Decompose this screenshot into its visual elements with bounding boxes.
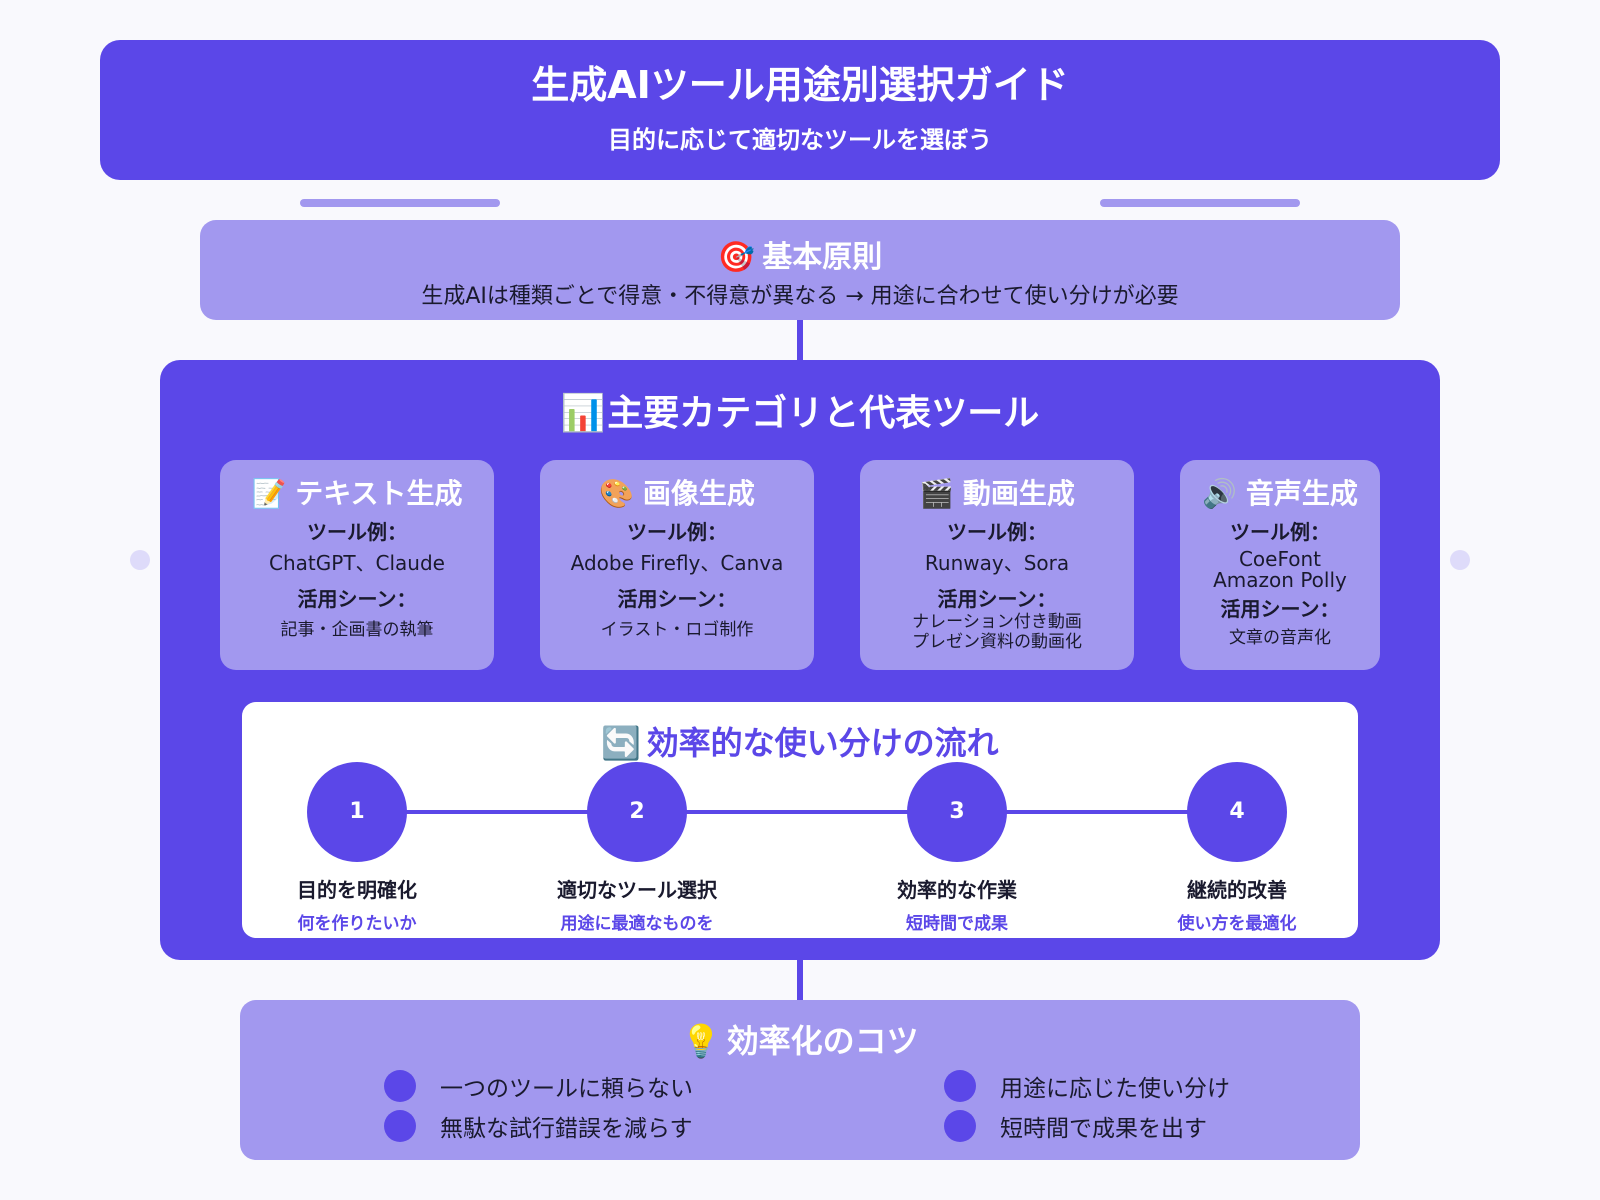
tools-value: CoeFont [1238, 547, 1322, 571]
scenes-label: 活用シーン： [1220, 597, 1340, 621]
scenes-label: 活用シーン： [297, 587, 417, 611]
page-subtitle: 目的に応じて適切なツールを選ぼう [608, 126, 992, 154]
tools-label: ツール例： [307, 520, 407, 544]
decorative-dot-left [130, 550, 150, 570]
flow-step: 3 効率的な作業 短時間で成果 [857, 762, 1057, 934]
categories-panel: 📊 主要カテゴリと代表ツール 📝 テキスト生成 ツール例： ChatGPT、Cl… [160, 360, 1440, 960]
step-number: 3 [907, 762, 1007, 862]
clapper-icon: 🎬 [919, 477, 954, 510]
bullet-icon [384, 1070, 416, 1102]
tip-item: 短時間で成果を出す [944, 1110, 1207, 1142]
category-card-video: 🎬 動画生成 ツール例： Runway、Sora 活用シーン： ナレーション付き… [860, 460, 1134, 670]
tip-text: 短時間で成果を出す [1000, 1116, 1207, 1142]
scenes-value: プレゼン資料の動画化 [912, 632, 1082, 652]
principle-text: 生成AIは種類ごとで得意・不得意が異なる → 用途に合わせて使い分けが必要 [421, 284, 1179, 309]
tip-item: 一つのツールに頼らない [384, 1070, 693, 1102]
tips-heading: 効率化のコツ [726, 1022, 919, 1060]
lightbulb-icon: 💡 [681, 1022, 722, 1060]
principle-heading-row: 🎯 基本原則 [200, 232, 1400, 276]
step-subtitle: 使い方を最適化 [1177, 914, 1297, 934]
tools-value: Amazon Polly [1213, 568, 1347, 592]
category-card-image: 🎨 画像生成 ツール例： Adobe Firefly、Canva 活用シーン： … [540, 460, 814, 670]
category-card-text: 📝 テキスト生成 ツール例： ChatGPT、Claude 活用シーン： 記事・… [220, 460, 494, 670]
tools-value: Runway、Sora [924, 551, 1070, 575]
flow-heading: 効率的な使い分けの流れ [646, 724, 999, 762]
decorative-dot-right [1450, 550, 1470, 570]
scenes-value: 文章の音声化 [1229, 628, 1331, 648]
header-banner: 生成AIツール用途別選択ガイド 目的に応じて適切なツールを選ぼう [100, 40, 1500, 180]
category-card-title-row: 📝 テキスト生成 [220, 472, 494, 512]
category-card-title-row: 🎬 動画生成 [860, 472, 1134, 512]
tools-label: ツール例： [1230, 520, 1330, 544]
scenes-label: 活用シーン： [617, 587, 737, 611]
category-card-title-row: 🎨 画像生成 [540, 472, 814, 512]
bullet-icon [944, 1070, 976, 1102]
scenes-value: ナレーション付き動画 [912, 612, 1082, 632]
speaker-icon: 🔊 [1202, 477, 1237, 510]
tip-text: 無駄な試行錯誤を減らす [440, 1116, 693, 1142]
palette-icon: 🎨 [599, 477, 634, 510]
bullet-icon [944, 1110, 976, 1142]
principle-heading: 基本原則 [762, 240, 883, 275]
category-name: 動画生成 [962, 477, 1075, 510]
scenes-label: 活用シーン： [937, 587, 1057, 611]
categories-heading: 主要カテゴリと代表ツール [607, 393, 1040, 434]
connector-line [797, 320, 803, 360]
bullet-icon [384, 1110, 416, 1142]
flow-step: 4 継続的改善 使い方を最適化 [1137, 762, 1337, 934]
step-subtitle: 何を作りたいか [297, 914, 417, 934]
category-card-audio: 🔊 音声生成 ツール例： CoeFont Amazon Polly 活用シーン：… [1180, 460, 1380, 670]
category-name: テキスト生成 [295, 477, 463, 510]
step-title: 適切なツール選択 [557, 878, 717, 902]
tip-text: 一つのツールに頼らない [440, 1076, 693, 1102]
categories-heading-row: 📊 主要カテゴリと代表ツール [160, 384, 1440, 436]
decorative-bar-left [300, 199, 500, 207]
step-subtitle: 用途に最適なものを [560, 914, 714, 934]
step-subtitle: 短時間で成果 [906, 914, 1008, 934]
category-name: 画像生成 [642, 477, 755, 510]
principle-box: 🎯 基本原則 生成AIは種類ごとで得意・不得意が異なる → 用途に合わせて使い分… [200, 220, 1400, 320]
page-title: 生成AIツール用途別選択ガイド [531, 63, 1069, 107]
tools-value: ChatGPT、Claude [269, 551, 445, 575]
tips-heading-row: 💡 効率化のコツ [240, 1016, 1360, 1062]
tip-item: 用途に応じた使い分け [944, 1070, 1230, 1102]
tip-text: 用途に応じた使い分け [1000, 1076, 1230, 1102]
flow-step: 1 目的を明確化 何を作りたいか [257, 762, 457, 934]
bar-chart-icon: 📊 [560, 393, 606, 434]
scenes-value: イラスト・ロゴ制作 [600, 620, 754, 640]
category-name: 音声生成 [1245, 477, 1358, 510]
tools-label: ツール例： [627, 520, 727, 544]
category-card-title-row: 🔊 音声生成 [1180, 472, 1380, 512]
step-number: 1 [307, 762, 407, 862]
flow-step: 2 適切なツール選択 用途に最適なものを [537, 762, 737, 934]
tips-box: 💡 効率化のコツ 一つのツールに頼らない 無駄な試行錯誤を減らす 用途に応じた使… [240, 1000, 1360, 1160]
flow-heading-row: 🔄 効率的な使い分けの流れ [242, 718, 1358, 764]
step-title: 効率的な作業 [897, 878, 1017, 902]
step-number: 2 [587, 762, 687, 862]
connector-line [797, 958, 803, 1000]
target-icon: 🎯 [717, 240, 756, 275]
scenes-value: 記事・企画書の執筆 [280, 620, 434, 640]
tools-value: Adobe Firefly、Canva [570, 551, 784, 575]
cycle-icon: 🔄 [601, 724, 642, 762]
memo-icon: 📝 [251, 477, 287, 510]
step-title: 継続的改善 [1187, 878, 1287, 902]
flow-panel: 🔄 効率的な使い分けの流れ 1 目的を明確化 何を作りたいか 2 適切なツール選… [242, 702, 1358, 938]
step-number: 4 [1187, 762, 1287, 862]
decorative-bar-right [1100, 199, 1300, 207]
step-title: 目的を明確化 [297, 878, 417, 902]
tools-label: ツール例： [947, 520, 1047, 544]
tip-item: 無駄な試行錯誤を減らす [384, 1110, 693, 1142]
flow-connector-line [357, 810, 1237, 814]
